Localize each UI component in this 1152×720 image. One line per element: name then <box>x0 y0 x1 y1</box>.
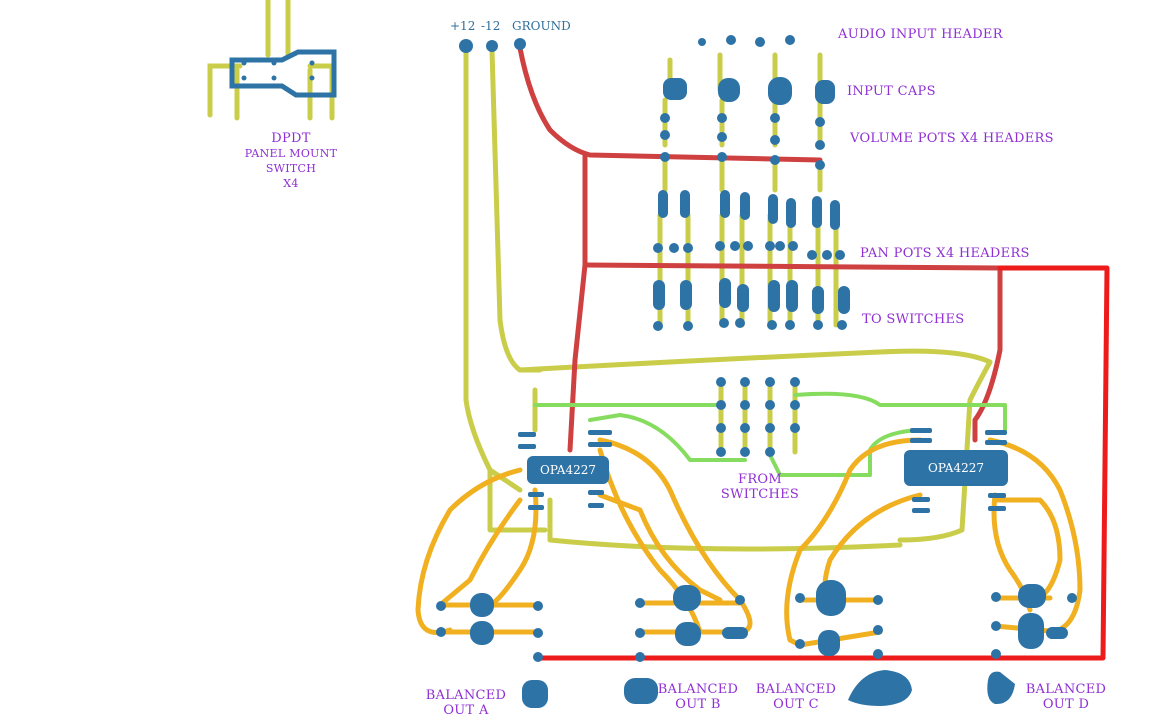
signal-traces <box>415 437 1083 648</box>
rail-negative-label: -12 <box>481 19 501 33</box>
output-a-line1: BALANCED <box>425 688 507 703</box>
output-a-line2: OUT A <box>443 703 489 718</box>
audio-input-header-label: AUDIO INPUT HEADER <box>838 27 1003 42</box>
output-d-line2: OUT D <box>1042 697 1090 712</box>
output-c-line1: BALANCED <box>755 682 837 697</box>
supply-traces <box>463 47 993 552</box>
output-b-label: BALANCED OUT B <box>650 682 746 712</box>
pads <box>436 35 1077 708</box>
opamp-chip-right: OPA4227 <box>904 450 1008 486</box>
to-switches-label: TO SWITCHES <box>862 312 965 327</box>
dpdt-label-line1: DPDT <box>271 131 311 146</box>
dpdt-switch-sketch <box>207 0 337 121</box>
from-switches-label: FROM SWITCHES <box>718 472 802 502</box>
output-a-label: BALANCED OUT A <box>418 688 514 718</box>
output-c-label: BALANCED OUT C <box>748 682 844 712</box>
opamp-chip-left: OPA4227 <box>527 456 609 484</box>
input-caps-label: INPUT CAPS <box>847 84 936 99</box>
output-b-line1: BALANCED <box>657 682 739 697</box>
switch-traces <box>533 391 1007 477</box>
dpdt-label: DPDT PANEL MOUNT SWITCH X4 <box>236 131 346 191</box>
volume-pots-label: VOLUME POTS X4 HEADERS <box>850 131 1054 146</box>
output-d-line1: BALANCED <box>1025 682 1107 697</box>
from-switches-line1: FROM <box>738 472 782 487</box>
pan-pots-label: PAN POTS X4 HEADERS <box>860 246 1030 261</box>
output-c-line2: OUT C <box>773 697 819 712</box>
rail-ground-label: GROUND <box>512 19 571 33</box>
from-switches-line2: SWITCHES <box>720 487 800 502</box>
red-bus <box>534 265 1110 661</box>
output-b-line2: OUT B <box>675 697 721 712</box>
output-d-label: BALANCED OUT D <box>1018 682 1114 712</box>
rail-positive-label: +12 <box>450 19 476 33</box>
dpdt-label-line4: X4 <box>283 177 299 190</box>
dpdt-label-line2: PANEL MOUNT <box>244 147 338 160</box>
dpdt-label-line3: SWITCH <box>265 162 317 175</box>
